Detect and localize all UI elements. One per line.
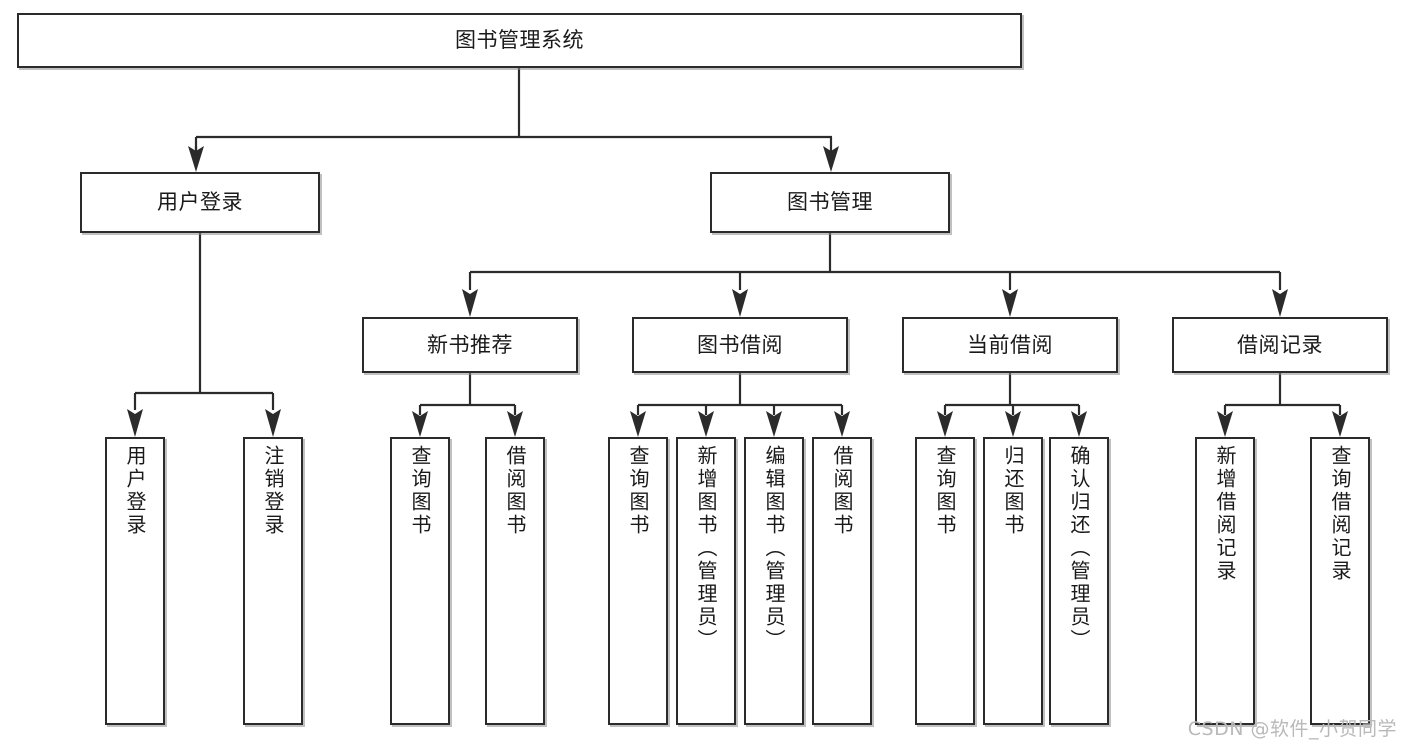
node-leaf-query-book-2-label: 查询图书 (626, 445, 650, 537)
node-new-book-recommend-label: 新书推荐 (427, 332, 513, 357)
node-new-book-recommend[interactable]: 新书推荐 (362, 317, 578, 373)
node-book-borrow[interactable]: 图书借阅 (632, 317, 848, 373)
node-leaf-edit-book-label: 编辑图书（管理员） (762, 445, 786, 652)
node-borrow-record-label: 借阅记录 (1237, 332, 1323, 357)
node-book-manage-label: 图书管理 (787, 190, 873, 215)
node-leaf-borrow-book-1[interactable]: 借阅图书 (485, 437, 545, 725)
node-leaf-add-record-label: 新增借阅记录 (1213, 445, 1237, 583)
node-root-label: 图书管理系统 (455, 28, 584, 53)
node-leaf-user-login[interactable]: 用户登录 (105, 437, 165, 725)
node-leaf-return-book[interactable]: 归还图书 (983, 437, 1043, 725)
node-leaf-user-logout[interactable]: 注销登录 (243, 437, 303, 725)
node-leaf-confirm-return-label: 确认归还（管理员） (1067, 445, 1091, 652)
node-user-login[interactable]: 用户登录 (80, 172, 320, 233)
node-leaf-borrow-book-2-label: 借阅图书 (830, 445, 854, 537)
node-leaf-borrow-book-1-label: 借阅图书 (503, 445, 527, 537)
node-user-login-label: 用户登录 (157, 190, 243, 215)
node-leaf-user-logout-label: 注销登录 (261, 445, 285, 537)
node-leaf-edit-book[interactable]: 编辑图书（管理员） (744, 437, 804, 725)
node-book-manage[interactable]: 图书管理 (710, 172, 950, 233)
node-leaf-query-book-3-label: 查询图书 (933, 445, 957, 537)
node-leaf-query-book-3[interactable]: 查询图书 (915, 437, 975, 725)
node-leaf-add-book[interactable]: 新增图书（管理员） (676, 437, 736, 725)
node-current-borrow[interactable]: 当前借阅 (902, 317, 1118, 373)
node-root[interactable]: 图书管理系统 (17, 13, 1022, 68)
node-borrow-record[interactable]: 借阅记录 (1172, 317, 1388, 373)
node-leaf-confirm-return[interactable]: 确认归还（管理员） (1049, 437, 1109, 725)
node-leaf-return-book-label: 归还图书 (1001, 445, 1025, 537)
node-leaf-add-book-label: 新增图书（管理员） (694, 445, 718, 652)
node-leaf-query-record-label: 查询借阅记录 (1328, 445, 1352, 583)
node-leaf-add-record[interactable]: 新增借阅记录 (1195, 437, 1255, 725)
node-leaf-query-book-1[interactable]: 查询图书 (390, 437, 450, 725)
node-leaf-user-login-label: 用户登录 (123, 445, 147, 537)
node-leaf-borrow-book-2[interactable]: 借阅图书 (812, 437, 872, 725)
watermark-text: CSDN @软件_小贺同学 (1187, 718, 1397, 740)
node-leaf-query-record[interactable]: 查询借阅记录 (1310, 437, 1370, 725)
node-leaf-query-book-1-label: 查询图书 (408, 445, 432, 537)
node-current-borrow-label: 当前借阅 (967, 332, 1053, 357)
node-book-borrow-label: 图书借阅 (697, 332, 783, 357)
node-leaf-query-book-2[interactable]: 查询图书 (608, 437, 668, 725)
